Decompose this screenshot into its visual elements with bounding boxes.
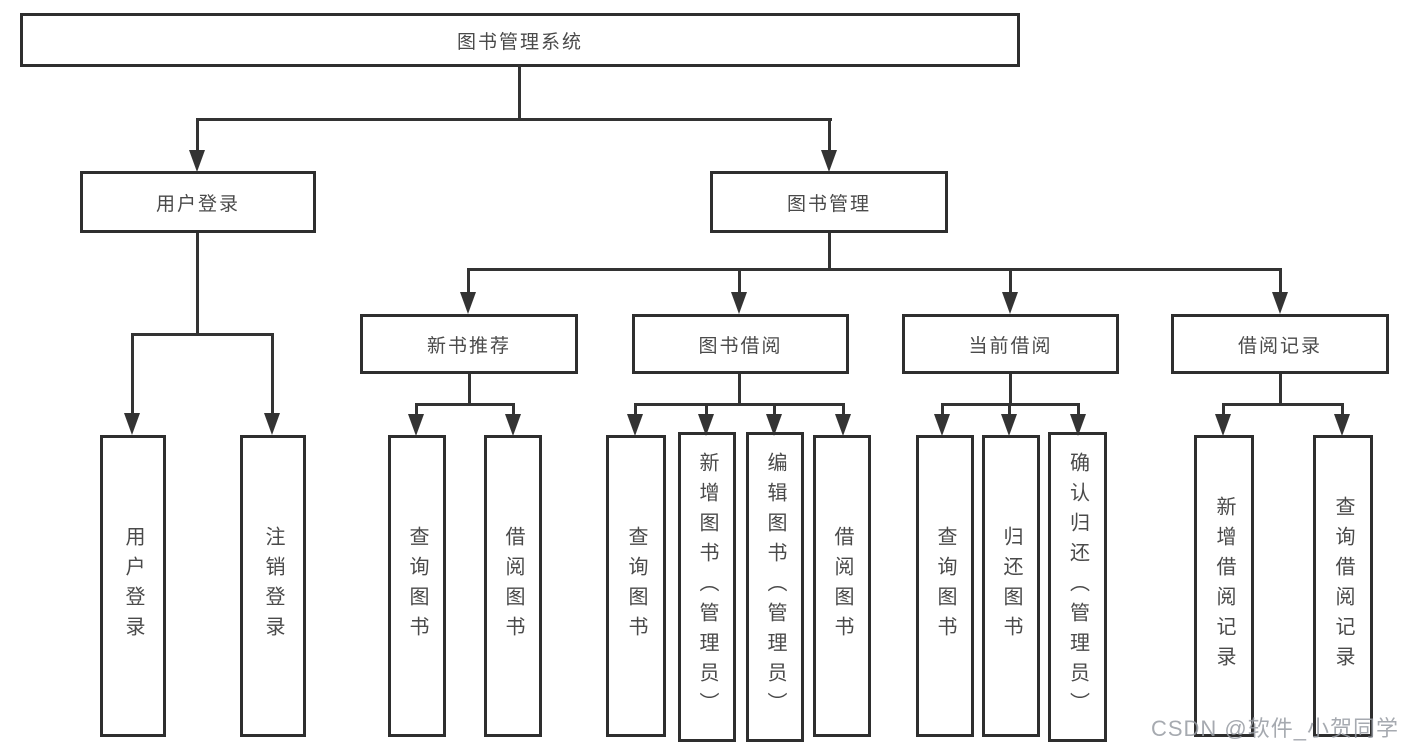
node-new-book-recommend: 新书推荐 xyxy=(360,314,578,374)
node-label: 图书借阅 xyxy=(698,335,783,357)
arrowhead-down-icon xyxy=(1002,292,1018,314)
connector-line xyxy=(1009,268,1012,295)
node-label: 注销登录 xyxy=(262,526,284,646)
connector-line xyxy=(634,403,845,406)
arrowhead-down-icon xyxy=(505,414,521,436)
arrowhead-down-icon xyxy=(1334,414,1350,436)
node-leaf-query-books-rec: 查询图书 xyxy=(388,435,446,737)
connector-line xyxy=(196,118,199,152)
connector-line xyxy=(512,403,515,417)
connector-line xyxy=(1279,374,1282,406)
node-label: 查询图书 xyxy=(406,526,428,646)
arrowhead-down-icon xyxy=(1272,292,1288,314)
node-label: 借阅图书 xyxy=(502,526,524,646)
arrowhead-down-icon xyxy=(821,150,837,172)
node-label: 新书推荐 xyxy=(426,335,511,357)
arrowhead-down-icon xyxy=(766,414,782,436)
connector-line xyxy=(1341,403,1344,417)
node-leaf-user-login: 用户登录 xyxy=(100,435,166,737)
connector-line xyxy=(634,403,637,417)
connector-line xyxy=(271,333,274,415)
connector-line xyxy=(131,333,274,336)
arrowhead-down-icon xyxy=(1070,414,1086,436)
node-label: 图书管理系统 xyxy=(456,31,583,53)
arrowhead-down-icon xyxy=(627,414,643,436)
node-label: 新增图书（管理员） xyxy=(696,452,718,722)
connector-line xyxy=(196,118,832,121)
node-user-login: 用户登录 xyxy=(80,171,316,233)
connector-line xyxy=(1222,403,1344,406)
connector-line xyxy=(1009,374,1012,406)
arrowhead-down-icon xyxy=(189,150,205,172)
node-leaf-edit-books-admin: 编辑图书（管理员） xyxy=(746,432,804,742)
connector-line xyxy=(738,268,741,295)
connector-line xyxy=(705,403,708,417)
connector-line xyxy=(196,233,199,336)
node-leaf-confirm-return-admin: 确认归还（管理员） xyxy=(1048,432,1107,742)
node-label: 归还图书 xyxy=(1000,526,1022,646)
connector-line xyxy=(467,268,470,295)
node-leaf-logout: 注销登录 xyxy=(240,435,306,737)
node-label: 查询图书 xyxy=(625,526,647,646)
node-label: 借阅记录 xyxy=(1237,335,1322,357)
connector-line xyxy=(1222,403,1225,417)
node-book-management: 图书管理 xyxy=(710,171,948,233)
connector-line xyxy=(415,403,515,406)
node-label: 确认归还（管理员） xyxy=(1066,452,1089,722)
connector-line xyxy=(1077,403,1080,417)
arrowhead-down-icon xyxy=(1215,414,1231,436)
connector-line xyxy=(468,374,471,406)
connector-line xyxy=(828,118,831,152)
connector-line xyxy=(131,333,134,415)
node-borrow-records: 借阅记录 xyxy=(1171,314,1389,374)
node-leaf-query-books-cb: 查询图书 xyxy=(916,435,974,737)
node-label: 用户登录 xyxy=(155,193,240,215)
arrowhead-down-icon xyxy=(460,292,476,314)
node-label: 借阅图书 xyxy=(831,526,853,646)
node-leaf-query-borrow-record: 查询借阅记录 xyxy=(1313,435,1373,737)
node-label: 查询借阅记录 xyxy=(1332,496,1354,676)
node-book-borrow: 图书借阅 xyxy=(632,314,849,374)
connector-line xyxy=(1279,268,1282,295)
connector-line xyxy=(773,403,776,417)
connector-line xyxy=(842,403,845,417)
node-label: 新增借阅记录 xyxy=(1213,496,1235,676)
node-library-system: 图书管理系统 xyxy=(20,13,1020,67)
node-leaf-return-books: 归还图书 xyxy=(982,435,1040,737)
node-label: 查询图书 xyxy=(934,526,956,646)
node-leaf-add-borrow-record: 新增借阅记录 xyxy=(1194,435,1254,737)
arrowhead-down-icon xyxy=(698,414,714,436)
node-label: 当前借阅 xyxy=(968,335,1053,357)
arrowhead-down-icon xyxy=(835,414,851,436)
connector-line xyxy=(467,268,1282,271)
connector-line xyxy=(518,65,521,121)
node-label: 编辑图书（管理员） xyxy=(764,452,786,722)
arrowhead-down-icon xyxy=(408,414,424,436)
node-label: 用户登录 xyxy=(122,526,144,646)
node-leaf-query-books-bb: 查询图书 xyxy=(606,435,666,737)
connector-line xyxy=(941,403,944,417)
connector-line xyxy=(738,374,741,406)
arrowhead-down-icon xyxy=(124,413,140,435)
arrowhead-down-icon xyxy=(731,292,747,314)
node-current-borrow: 当前借阅 xyxy=(902,314,1119,374)
node-leaf-borrow-books-bb: 借阅图书 xyxy=(813,435,871,737)
arrowhead-down-icon xyxy=(264,413,280,435)
connector-line xyxy=(1008,403,1011,417)
arrowhead-down-icon xyxy=(934,414,950,436)
node-leaf-borrow-books-rec: 借阅图书 xyxy=(484,435,542,737)
node-label: 图书管理 xyxy=(786,193,871,215)
node-leaf-add-books-admin: 新增图书（管理员） xyxy=(678,432,736,742)
csdn-watermark: CSDN @软件_小贺同学 xyxy=(1150,716,1399,741)
connector-line xyxy=(828,233,831,271)
arrowhead-down-icon xyxy=(1001,414,1017,436)
connector-line xyxy=(415,403,418,417)
